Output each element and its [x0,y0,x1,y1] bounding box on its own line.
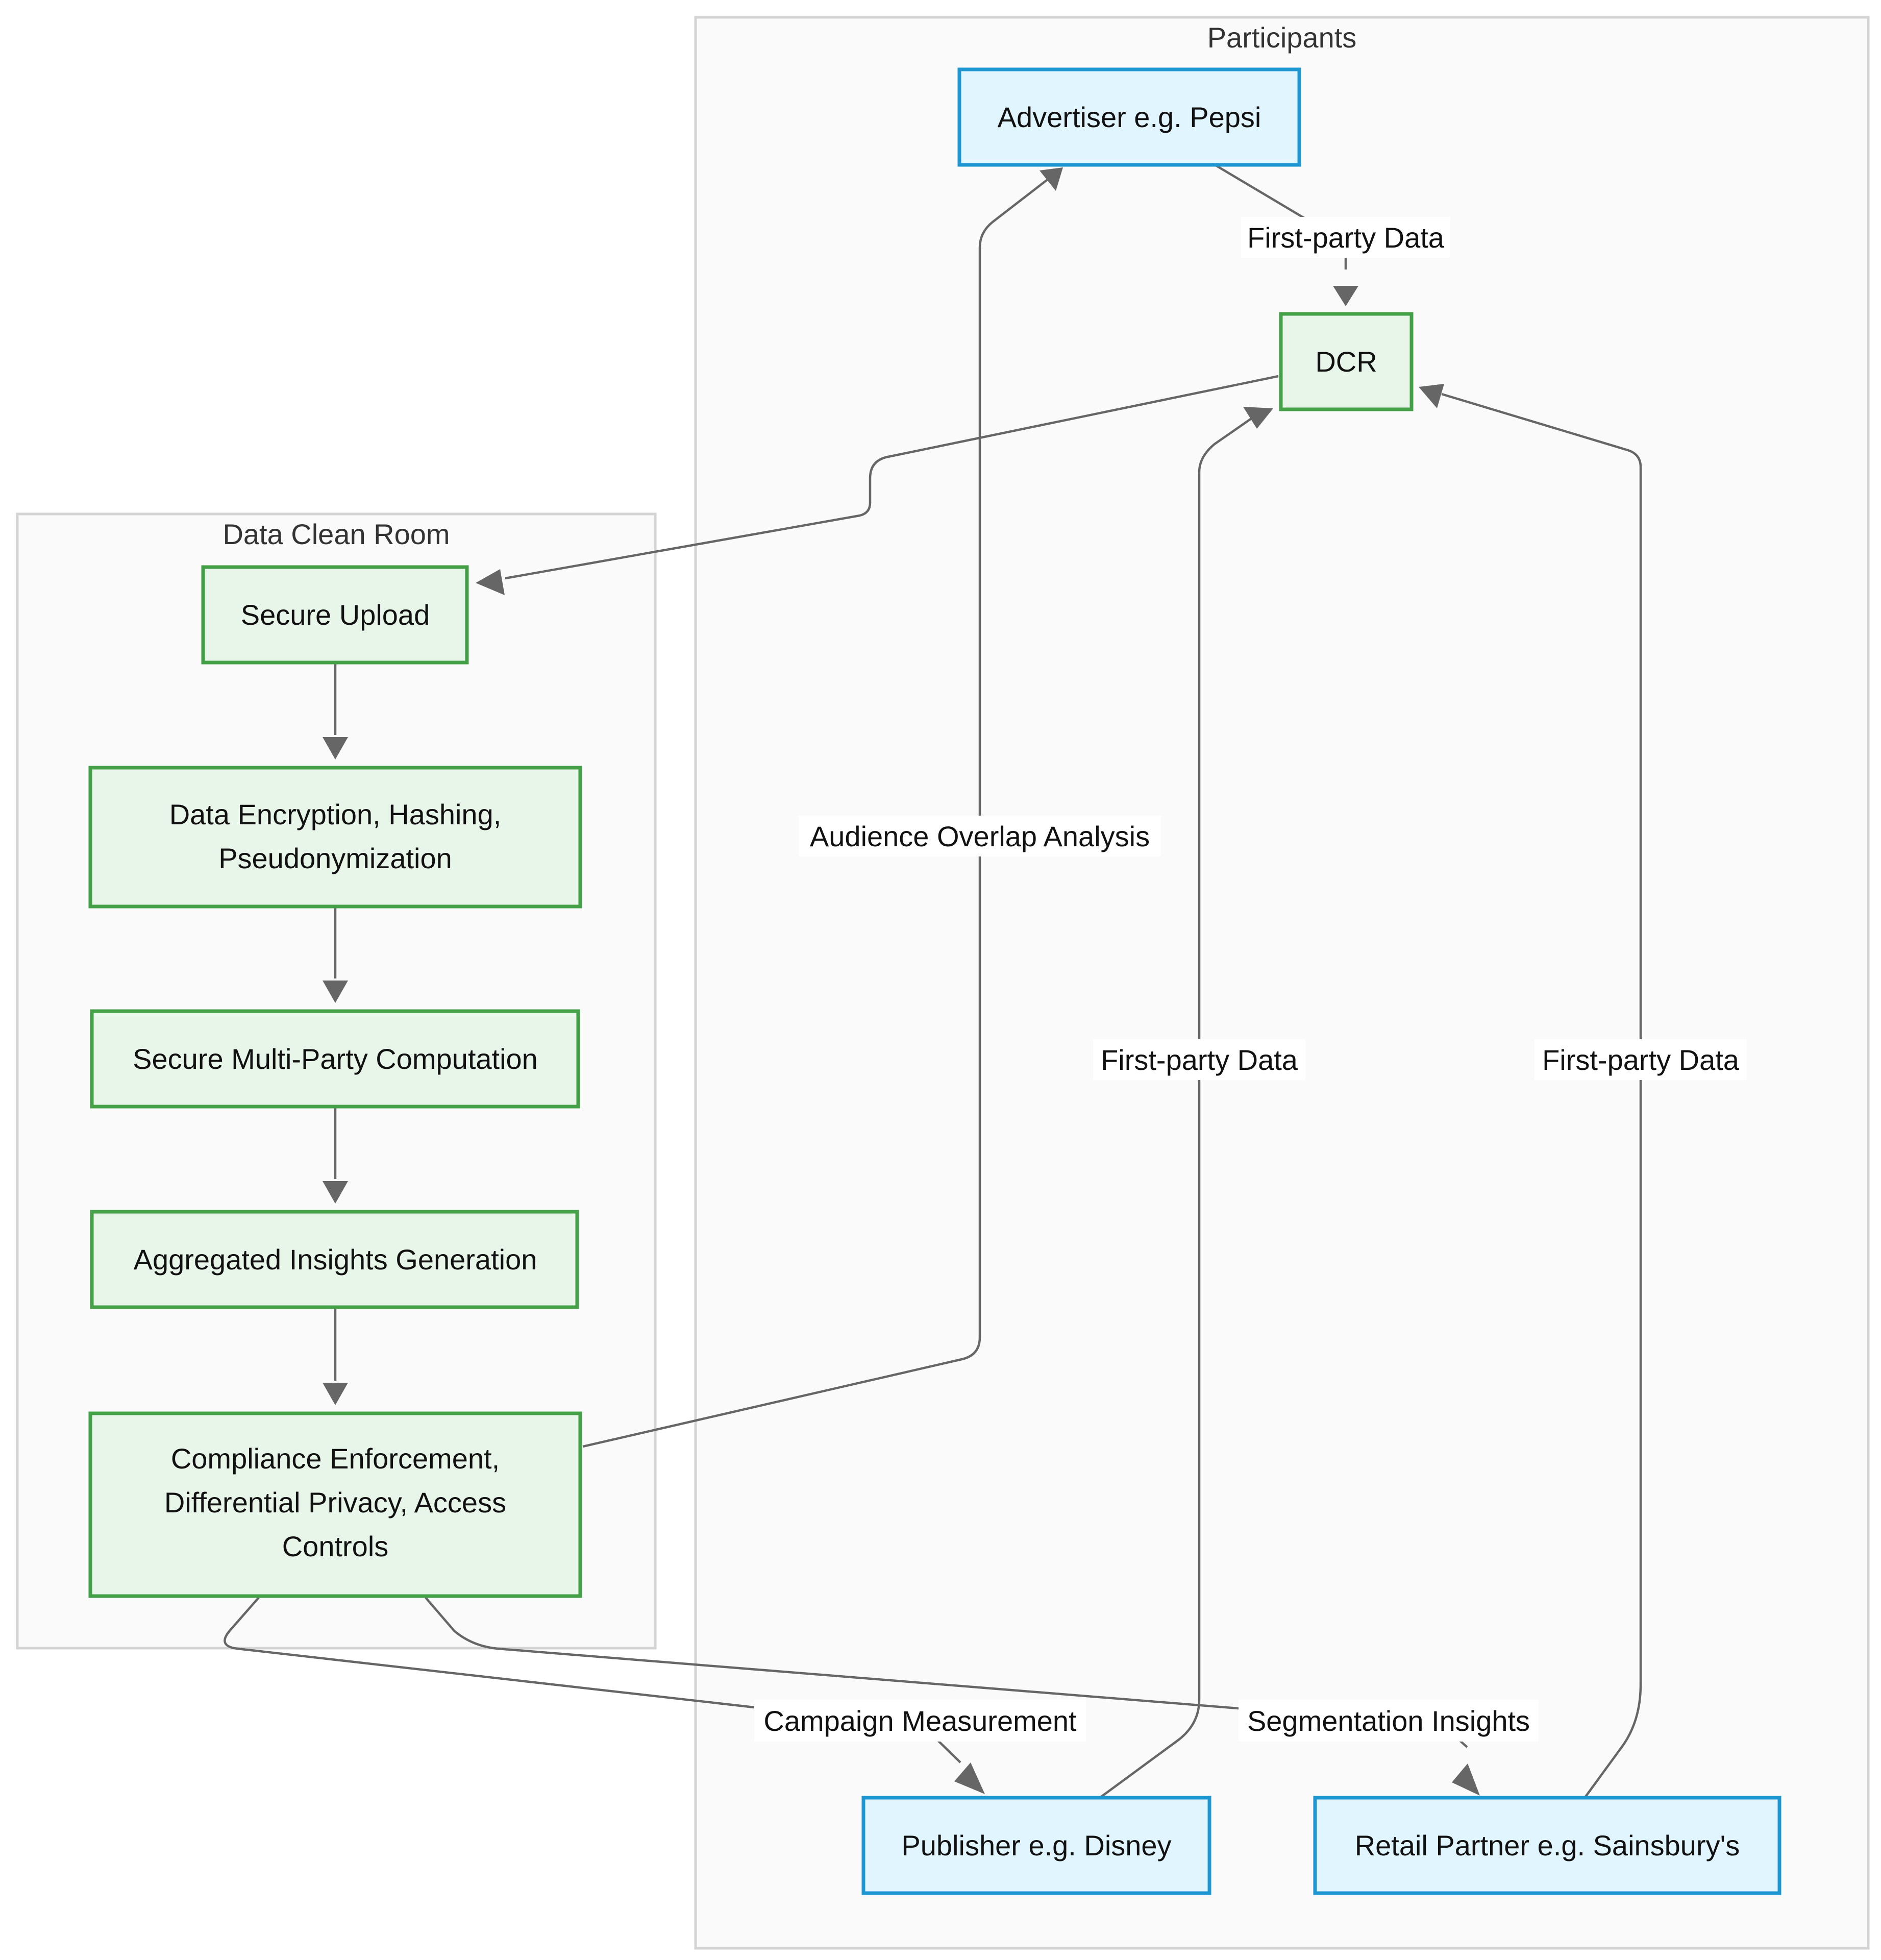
node-publisher-label: Publisher e.g. Disney [901,1829,1171,1861]
arrow-into-publisher [954,1762,985,1794]
node-secure-upload[interactable]: Secure Upload [201,565,469,665]
arrow-into-compliance [323,1383,348,1405]
label-first-party-retail: First-party Data [1542,1044,1740,1076]
cluster-participants: Participants [694,16,1870,1950]
node-compliance-label-line2: Differential Privacy, Access [164,1486,506,1518]
arrow-into-smpc [323,981,348,1003]
label-campaign-measurement: Campaign Measurement [763,1705,1077,1737]
node-dcr-label: DCR [1315,346,1377,378]
edge-retail-to-dcr [1441,393,1642,1798]
arrow-into-dcr-from-publisher [1243,407,1273,429]
node-publisher[interactable]: Publisher e.g. Disney [861,1796,1211,1895]
arrow-into-advertiser [1040,167,1063,191]
node-retail[interactable]: Retail Partner e.g. Sainsbury's [1313,1796,1781,1895]
label-audience-overlap: Audience Overlap Analysis [810,820,1150,852]
arrow-into-aggregated [323,1181,348,1204]
node-retail-label: Retail Partner e.g. Sainsbury's [1355,1829,1740,1861]
edges [224,165,1642,1798]
edge-label-campaign: Campaign Measurement [754,1700,1086,1742]
edge-compliance-to-advertiser [582,178,1050,1448]
node-secure-upload-label: Secure Upload [241,599,430,631]
node-encryption-label-line1: Data Encryption, Hashing, [169,798,502,830]
edge-publisher-to-dcr [1100,416,1254,1798]
node-advertiser[interactable]: Advertiser e.g. Pepsi [957,67,1301,167]
arrow-into-secure-upload [476,569,505,595]
node-compliance-label-line1: Compliance Enforcement, [171,1442,500,1475]
edge-labels: First-party Data Audience Overlap Analys… [754,217,1747,1742]
node-compliance-label-line3: Controls [282,1530,389,1562]
edge-compliance-to-publisher [224,1597,961,1763]
edge-label-retail-dcr: First-party Data [1534,1039,1747,1080]
edge-label-advertiser-dcr: First-party Data [1241,217,1450,258]
arrow-into-dcr-top [1333,286,1358,306]
label-first-party-advertiser: First-party Data [1247,222,1445,254]
node-dcr[interactable]: DCR [1279,312,1414,411]
edge-label-segmentation: Segmentation Insights [1239,1700,1539,1742]
node-aggregated-label: Aggregated Insights Generation [134,1243,537,1276]
node-compliance[interactable]: Compliance Enforcement, Differential Pri… [88,1411,582,1598]
edge-dcr-to-secure-upload [505,375,1279,580]
node-advertiser-label: Advertiser e.g. Pepsi [998,101,1261,133]
arrowheads [323,167,1480,1796]
node-encryption[interactable]: Data Encryption, Hashing, Pseudonymizati… [88,766,582,909]
cluster-data-clean-room-label: Data Clean Room [222,518,450,550]
label-segmentation-insights: Segmentation Insights [1247,1705,1530,1737]
cluster-participants-label: Participants [1207,21,1357,54]
arrow-into-encryption [323,737,348,760]
edge-label-audience-overlap: Audience Overlap Analysis [799,816,1161,856]
arrow-into-dcr-from-retail [1419,384,1444,408]
node-encryption-label-line2: Pseudonymization [218,842,452,874]
label-first-party-publisher: First-party Data [1101,1044,1298,1076]
node-aggregated[interactable]: Aggregated Insights Generation [90,1210,579,1309]
node-smpc-label: Secure Multi-Party Computation [133,1043,538,1075]
edge-label-publisher-dcr: First-party Data [1093,1039,1305,1080]
arrow-into-retail [1452,1763,1480,1796]
node-smpc[interactable]: Secure Multi-Party Computation [90,1009,580,1109]
